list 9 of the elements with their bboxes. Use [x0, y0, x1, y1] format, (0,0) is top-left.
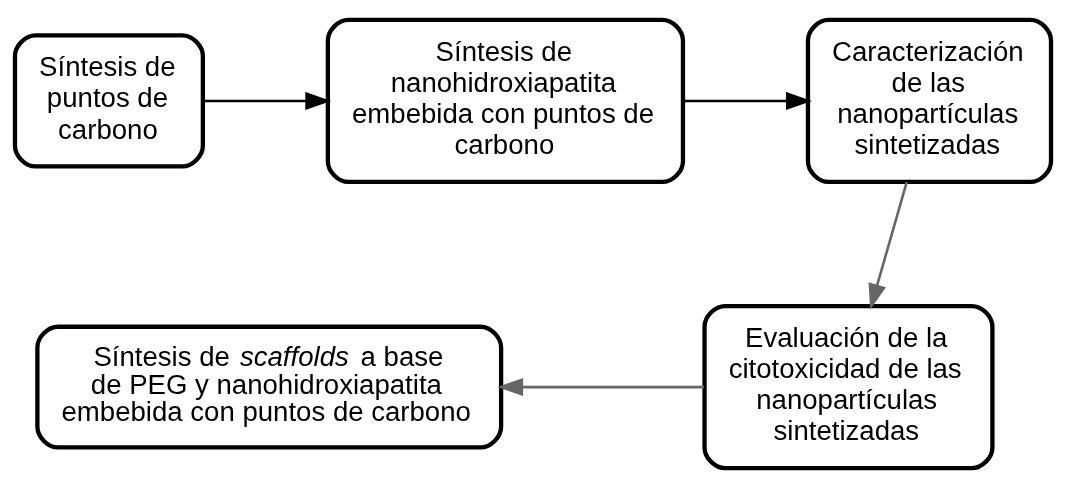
arrow: [868, 181, 908, 310]
arrow: [683, 91, 812, 110]
node-box: Síntesis de nanohidroxiapatita embebida con puntos de carbono: [325, 17, 686, 184]
arrow: [497, 377, 704, 396]
node-box: Síntesis de scaffolds a base de PEG y nanohidroxiapatita embebida con puntos de carbono: [35, 324, 504, 450]
arrow: [203, 91, 332, 110]
node-box: Evaluación de la citotoxicidad de las nanopartículas sintetizadas: [702, 303, 995, 470]
node-box: Síntesis de puntos de carbono: [12, 32, 206, 169]
node-box: Caracterización de las nanopartículas sintetizadas: [805, 17, 1054, 184]
